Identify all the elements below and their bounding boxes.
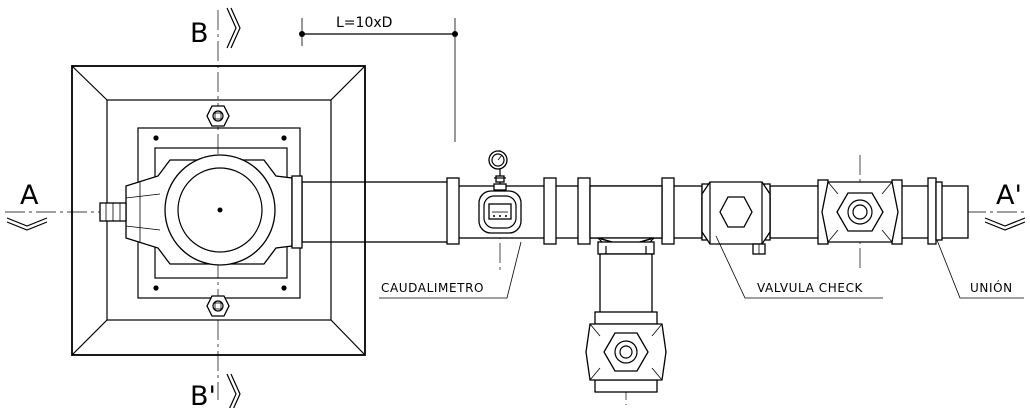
flowmeter [446, 177, 557, 245]
union-label: UNIÓN [970, 280, 1013, 295]
dimension-l: L=10xD [299, 15, 458, 142]
pump-volute [99, 154, 293, 266]
section-marker-a-right: A' [984, 180, 1026, 231]
callout-flowmeter: CAUDALIMETRO [379, 241, 522, 299]
section-marker-a-left: A [6, 180, 48, 231]
section-marker-b-top: B [190, 7, 241, 49]
tee-fitting [577, 177, 675, 247]
check-valve [701, 181, 771, 255]
callout-check-valve: VALVULA CHECK [715, 235, 883, 299]
anchor-bolt-bottom [206, 295, 230, 317]
section-a-label: A [20, 180, 39, 211]
check-valve-label: VALVULA CHECK [757, 281, 864, 295]
branch-valve [585, 311, 667, 393]
dimension-label: L=10xD [336, 15, 392, 31]
branch-pipe [597, 241, 655, 317]
section-b-prime-label: B' [190, 381, 216, 408]
gate-valve [817, 179, 903, 245]
section-b-label: B [190, 18, 209, 49]
union-fitting [927, 177, 943, 245]
section-a-prime-label: A' [996, 180, 1022, 211]
pump-discharge-flange [291, 175, 303, 249]
section-marker-b-bottom: B' [190, 373, 241, 408]
flowmeter-label: CAUDALIMETRO [381, 281, 484, 295]
pressure-gauge [488, 150, 508, 191]
callout-union: UNIÓN [936, 239, 1024, 299]
anchor-bolt-top [206, 105, 230, 127]
